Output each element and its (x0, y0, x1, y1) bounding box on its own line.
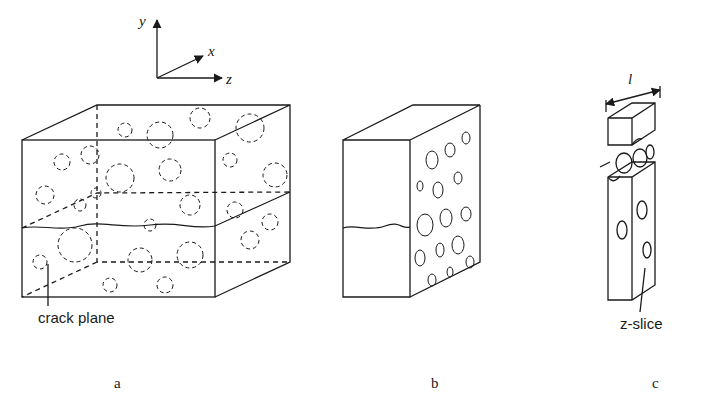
pore (440, 209, 452, 227)
axis-label: z (226, 72, 232, 87)
pore (118, 123, 132, 137)
pore (103, 278, 117, 292)
pore (58, 228, 92, 262)
panel-letter: a (114, 376, 121, 391)
pore (466, 256, 474, 268)
pore (177, 242, 203, 268)
pore (81, 146, 99, 164)
pore (462, 132, 470, 144)
pore (74, 199, 86, 211)
pore (144, 219, 156, 231)
pore (461, 207, 471, 221)
pore (262, 214, 278, 230)
pore (147, 122, 173, 148)
z-slice (600, 86, 660, 312)
pore (428, 274, 436, 286)
pore (157, 277, 173, 293)
dimension-label: l (628, 72, 632, 87)
pore (180, 195, 200, 215)
pore (445, 143, 455, 157)
pore (227, 202, 243, 218)
pore (452, 236, 464, 254)
part-label: z-slice (620, 316, 663, 331)
axis-label: x (208, 44, 215, 59)
block (343, 105, 480, 297)
pore (223, 153, 237, 167)
pore (454, 172, 462, 184)
pore (159, 159, 181, 181)
pore (241, 231, 259, 249)
pore (417, 214, 433, 236)
leader-line (640, 268, 645, 312)
pore (263, 163, 287, 187)
axis-label: y (139, 14, 146, 29)
pore (415, 250, 425, 266)
pore (436, 243, 444, 257)
pore (190, 108, 210, 128)
pore (447, 267, 453, 277)
leader-line (47, 264, 48, 306)
pore (433, 182, 443, 198)
pore (128, 248, 152, 272)
cube (22, 105, 290, 306)
panel-letter: c (652, 376, 659, 391)
pore (36, 186, 54, 204)
pore (54, 154, 70, 170)
pore (417, 181, 423, 191)
pore (426, 151, 438, 169)
pore (91, 188, 101, 198)
pore (106, 164, 134, 192)
y-axis (156, 20, 157, 78)
z-axis (157, 77, 222, 78)
pore (236, 114, 264, 142)
part-label: crack plane (38, 310, 115, 325)
pore (33, 255, 47, 269)
x-axis (157, 56, 203, 78)
panel-letter: b (431, 376, 439, 391)
